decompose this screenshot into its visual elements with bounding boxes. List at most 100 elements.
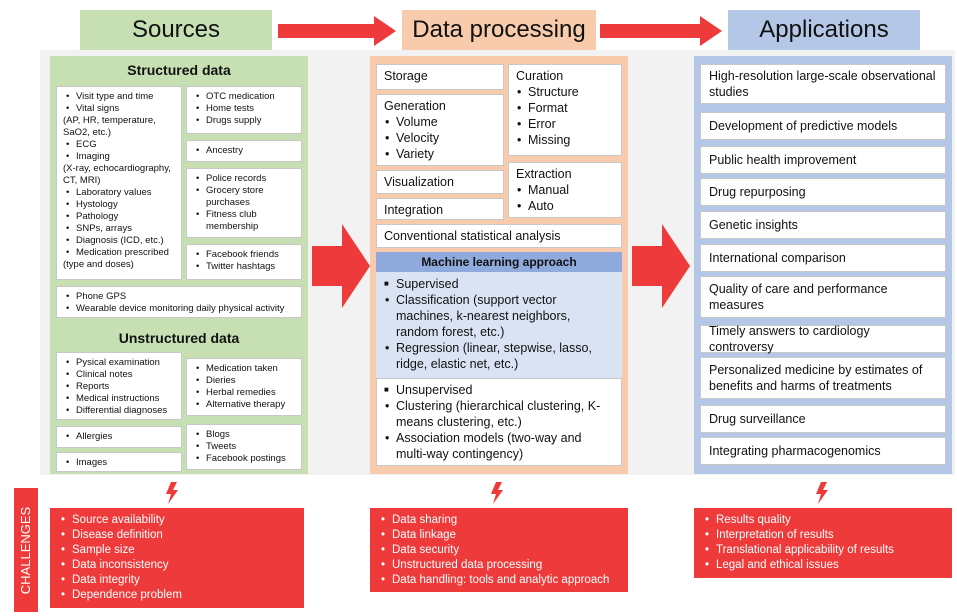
list-item: Vital signs xyxy=(63,103,175,115)
list-item: Herbal remedies xyxy=(193,387,295,399)
source-box-examination: Pysical examination Clinical notes Repor… xyxy=(56,352,182,420)
list-item: Police records xyxy=(193,173,295,185)
source-box-ancestry: Ancestry xyxy=(186,140,302,162)
list-item: Facebook postings xyxy=(193,453,295,465)
conventional-label: Conventional statistical analysis xyxy=(384,229,561,243)
application-item: Integrating pharmacogenomics xyxy=(700,437,946,465)
list-item: Medical instructions xyxy=(63,393,175,405)
list-item: Pysical examination xyxy=(63,357,175,369)
list-item: Diagnosis (ICD, etc.) xyxy=(63,235,175,247)
list-item: Medication prescribed xyxy=(63,247,175,259)
application-label: Public health improvement xyxy=(709,153,857,167)
list-item: Sample size xyxy=(58,543,296,558)
list-item: Allergies xyxy=(63,431,175,443)
application-item: Public health improvement xyxy=(700,146,946,174)
arrow-top-2 xyxy=(600,16,722,46)
list-item: Disease definition xyxy=(58,528,296,543)
list-item: Dieries xyxy=(193,375,295,387)
challenges-label: CHALLENGES xyxy=(18,506,34,594)
list-item: Data integrity xyxy=(58,573,296,588)
list-item: Dependence problem xyxy=(58,588,296,603)
processing-extraction: Extraction Manual Auto xyxy=(508,162,622,218)
source-box-otc: OTC medication Home tests Drugs supply xyxy=(186,86,302,134)
list-item: Format xyxy=(516,100,614,116)
list-item: Reports xyxy=(63,381,175,393)
list-item: Data handling: tools and analytic approa… xyxy=(378,573,620,588)
application-label: Development of predictive models xyxy=(709,119,898,133)
processing-conventional: Conventional statistical analysis xyxy=(376,224,622,248)
processing-storage: Storage xyxy=(376,64,504,90)
arrow-top-1 xyxy=(278,16,396,46)
list-item: SNPs, arrays xyxy=(63,223,175,235)
list-item: Source availability xyxy=(58,513,296,528)
list-item: (type and doses) xyxy=(63,259,134,270)
unstructured-data-title: Unstructured data xyxy=(118,330,240,346)
list-item: Drugs supply xyxy=(193,115,295,127)
storage-label: Storage xyxy=(384,69,428,83)
challenges-applications: Results quality Interpretation of result… xyxy=(694,508,952,578)
lightning-icon xyxy=(816,482,828,504)
processing-generation: Generation Volume Velocity Variety xyxy=(376,94,504,166)
application-label: Quality of care and performance measures xyxy=(709,282,888,312)
list-item: Missing xyxy=(516,132,614,148)
list-item: Translational applicability of results xyxy=(702,543,944,558)
application-label: International comparison xyxy=(709,251,846,265)
lightning-icon xyxy=(166,482,178,504)
challenges-sources: Source availability Disease definition S… xyxy=(50,508,304,608)
list-item: Interpretation of results xyxy=(702,528,944,543)
integration-label: Integration xyxy=(384,203,444,217)
list-item: Results quality xyxy=(702,513,944,528)
source-box-allergies: Allergies xyxy=(56,426,182,448)
list-item: Unstructured data processing xyxy=(378,558,620,573)
list-item: Data security xyxy=(378,543,620,558)
application-label: Genetic insights xyxy=(709,218,798,232)
list-item: Velocity xyxy=(384,130,496,146)
application-label: Timely answers to cardiology controversy xyxy=(709,324,870,354)
list-item: Clustering (hierarchical clustering, K-m… xyxy=(384,398,614,430)
list-item: Differential diagnoses xyxy=(63,405,175,417)
application-label: Drug surveillance xyxy=(709,412,806,426)
list-item: Classification (support vector machines,… xyxy=(384,292,614,340)
source-box-blogs: Blogs Tweets Facebook postings xyxy=(186,424,302,470)
generation-title: Generation xyxy=(384,99,446,113)
header-sources: Sources xyxy=(80,10,272,50)
source-box-medication-taken: Medication taken Dieries Herbal remedies… xyxy=(186,358,302,416)
ml-supervised: Supervised Classification (support vecto… xyxy=(376,272,622,378)
list-item: Tweets xyxy=(193,441,295,453)
list-item: Legal and ethical issues xyxy=(702,558,944,573)
structured-data-title: Structured data xyxy=(127,62,231,78)
list-item: Data linkage xyxy=(378,528,620,543)
challenges-processing: Data sharing Data linkage Data security … xyxy=(370,508,628,592)
list-item: Data sharing xyxy=(378,513,620,528)
list-item: Association models (two-way and multi-wa… xyxy=(384,430,614,462)
list-item: Variety xyxy=(384,146,496,162)
application-item: Quality of care and performance measures xyxy=(700,276,946,318)
processing-integration: Integration xyxy=(376,198,504,220)
list-item: Wearable device monitoring daily physica… xyxy=(63,303,295,315)
list-item: Facebook friends xyxy=(193,249,295,261)
list-item: Clinical notes xyxy=(63,369,175,381)
application-label: Drug repurposing xyxy=(709,185,806,199)
list-item: Hystology xyxy=(63,199,175,211)
challenges-label-box: CHALLENGES xyxy=(14,488,38,612)
header-applications: Applications xyxy=(728,10,920,50)
source-box-clinical: Visit type and time Vital signs (AP, HR,… xyxy=(56,86,182,280)
processing-curation: Curation Structure Format Error Missing xyxy=(508,64,622,156)
curation-title: Curation xyxy=(516,69,564,83)
source-box-records: Police records Grocery store purchases F… xyxy=(186,168,302,238)
list-item: Imaging xyxy=(63,151,175,163)
list-item: Supervised xyxy=(384,276,614,292)
list-item: Visit type and time xyxy=(63,91,175,103)
list-item: Ancestry xyxy=(193,145,295,157)
list-item: Error xyxy=(516,116,614,132)
application-label: High-resolution large-scale observationa… xyxy=(709,69,936,99)
arrow-mid-2 xyxy=(632,224,690,308)
header-processing: Data processing xyxy=(402,10,596,50)
list-item: ECG xyxy=(63,139,175,151)
list-item: Fitness club membership xyxy=(193,209,295,233)
list-item: Home tests xyxy=(193,103,295,115)
list-item: (X-ray, echocardiography, CT, MRI) xyxy=(63,163,171,186)
application-item: Drug repurposing xyxy=(700,178,946,206)
processing-visualization: Visualization xyxy=(376,170,504,194)
list-item: Phone GPS xyxy=(63,291,295,303)
